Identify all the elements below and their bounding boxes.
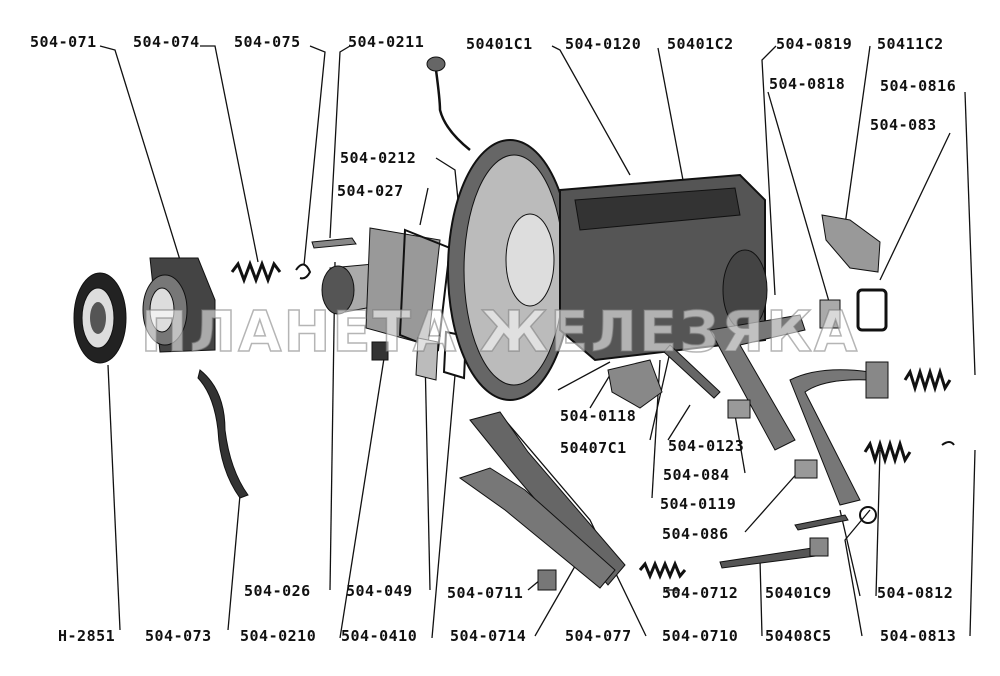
bearing bbox=[73, 272, 127, 364]
label-504-0711: 504-0711 bbox=[447, 584, 524, 602]
label-504-0212: 504-0212 bbox=[340, 149, 417, 167]
fork-0714 bbox=[458, 467, 616, 589]
label-50401C1: 50401C1 bbox=[466, 35, 533, 53]
leader-50401C1 bbox=[551, 45, 631, 176]
leader-504-0813 bbox=[969, 449, 976, 637]
spring-0812 bbox=[863, 438, 912, 466]
label-504-0816: 504-0816 bbox=[880, 77, 957, 95]
leader-504-075 bbox=[303, 45, 326, 266]
label-50407C1: 50407C1 bbox=[560, 439, 627, 457]
leader-50411C2 bbox=[844, 45, 871, 226]
label-50401C9: 50401C9 bbox=[765, 584, 832, 602]
wire bbox=[434, 69, 471, 151]
clip bbox=[295, 263, 312, 280]
hook-0813 bbox=[941, 441, 955, 446]
leader-504-049 bbox=[424, 354, 431, 591]
leader-504-083 bbox=[879, 132, 951, 281]
leader-504-026 bbox=[329, 261, 336, 591]
label-504-083: 504-083 bbox=[870, 116, 937, 134]
leader-504-0819 bbox=[761, 45, 777, 296]
nut bbox=[537, 569, 557, 591]
leader-504-071 bbox=[99, 45, 181, 261]
bell-housing bbox=[447, 139, 573, 401]
leader-504-0210 bbox=[339, 351, 386, 639]
label-504-0714: 504-0714 bbox=[450, 627, 527, 645]
label-504-084: 504-084 bbox=[663, 466, 730, 484]
guide-sleeve bbox=[321, 227, 441, 346]
leader-504-073 bbox=[227, 494, 241, 631]
label-H-2851: H-2851 bbox=[58, 627, 116, 645]
plate-0818 bbox=[819, 299, 841, 329]
label-504-0119: 504-0119 bbox=[660, 495, 737, 513]
pin bbox=[794, 514, 849, 531]
label-504-0120: 504-0120 bbox=[565, 35, 642, 53]
leader-504-086 bbox=[744, 469, 801, 533]
leader-504-077 bbox=[504, 419, 647, 637]
label-504-0812: 504-0812 bbox=[877, 584, 954, 602]
label-504-073: 504-073 bbox=[145, 627, 212, 645]
label-504-0210: 504-0210 bbox=[240, 627, 317, 645]
label-504-086: 504-086 bbox=[662, 525, 729, 543]
label-504-026: 504-026 bbox=[244, 582, 311, 600]
leader-504-084 bbox=[734, 414, 746, 474]
pedal-lever-2 bbox=[789, 369, 871, 506]
bolt bbox=[311, 237, 357, 249]
plate-049 bbox=[415, 337, 439, 381]
leader-50408C5 bbox=[844, 509, 871, 637]
label-504-0123: 504-0123 bbox=[668, 437, 745, 455]
label-504-049: 504-049 bbox=[346, 582, 413, 600]
label-504-0710: 504-0710 bbox=[662, 627, 739, 645]
washer bbox=[859, 506, 877, 524]
gearbox-case bbox=[559, 173, 768, 362]
leader-504-0118b bbox=[557, 361, 611, 391]
spring-0816 bbox=[903, 366, 952, 394]
leader-504-0812 bbox=[875, 449, 881, 597]
leader-504-0123 bbox=[667, 404, 691, 441]
label-50408C5: 50408C5 bbox=[765, 627, 832, 645]
leader-504-0710 bbox=[759, 559, 763, 637]
leader-504-074 bbox=[200, 45, 259, 263]
label-504-075: 504-075 bbox=[234, 33, 301, 51]
label-504-0712: 504-0712 bbox=[662, 584, 739, 602]
rod bbox=[719, 547, 817, 569]
felt-strip bbox=[197, 369, 249, 499]
label-504-077: 504-077 bbox=[565, 627, 632, 645]
label-504-0118: 504-0118 bbox=[560, 407, 637, 425]
fork-077 bbox=[469, 411, 626, 586]
label-504-0818: 504-0818 bbox=[769, 75, 846, 93]
wire-terminal bbox=[426, 56, 446, 72]
label-504-074: 504-074 bbox=[133, 33, 200, 51]
leader-504-027 bbox=[419, 187, 429, 226]
label-504-0813: 504-0813 bbox=[880, 627, 957, 645]
label-504-027: 504-027 bbox=[337, 182, 404, 200]
leader-50401C9 bbox=[839, 509, 861, 597]
frame-083 bbox=[856, 288, 888, 332]
pedal-lever-1 bbox=[709, 314, 806, 451]
leader-H-2851 bbox=[107, 364, 121, 631]
leader-504-0118 bbox=[589, 374, 611, 409]
spring-0712 bbox=[638, 560, 687, 580]
rod-clevis bbox=[809, 537, 829, 557]
bushing-084 bbox=[727, 399, 751, 419]
leader-504-0818 bbox=[767, 91, 831, 306]
pedal-pad bbox=[865, 361, 889, 399]
leader-504-0410 bbox=[431, 374, 456, 639]
elbow-fitting bbox=[607, 359, 663, 409]
label-50411C2: 50411C2 bbox=[877, 35, 944, 53]
label-504-0211: 504-0211 bbox=[348, 33, 425, 51]
block bbox=[371, 341, 389, 361]
label-50401C2: 50401C2 bbox=[667, 35, 734, 53]
shaft bbox=[663, 344, 721, 399]
label-504-071: 504-071 bbox=[30, 33, 97, 51]
label-504-0819: 504-0819 bbox=[776, 35, 853, 53]
bushing-086 bbox=[794, 459, 818, 479]
spring-small bbox=[230, 259, 282, 285]
label-504-0410: 504-0410 bbox=[341, 627, 418, 645]
leader-504-0211 bbox=[329, 45, 351, 239]
leader-504-0816 bbox=[964, 91, 976, 376]
bracket bbox=[821, 214, 881, 273]
release-sleeve bbox=[142, 257, 216, 353]
